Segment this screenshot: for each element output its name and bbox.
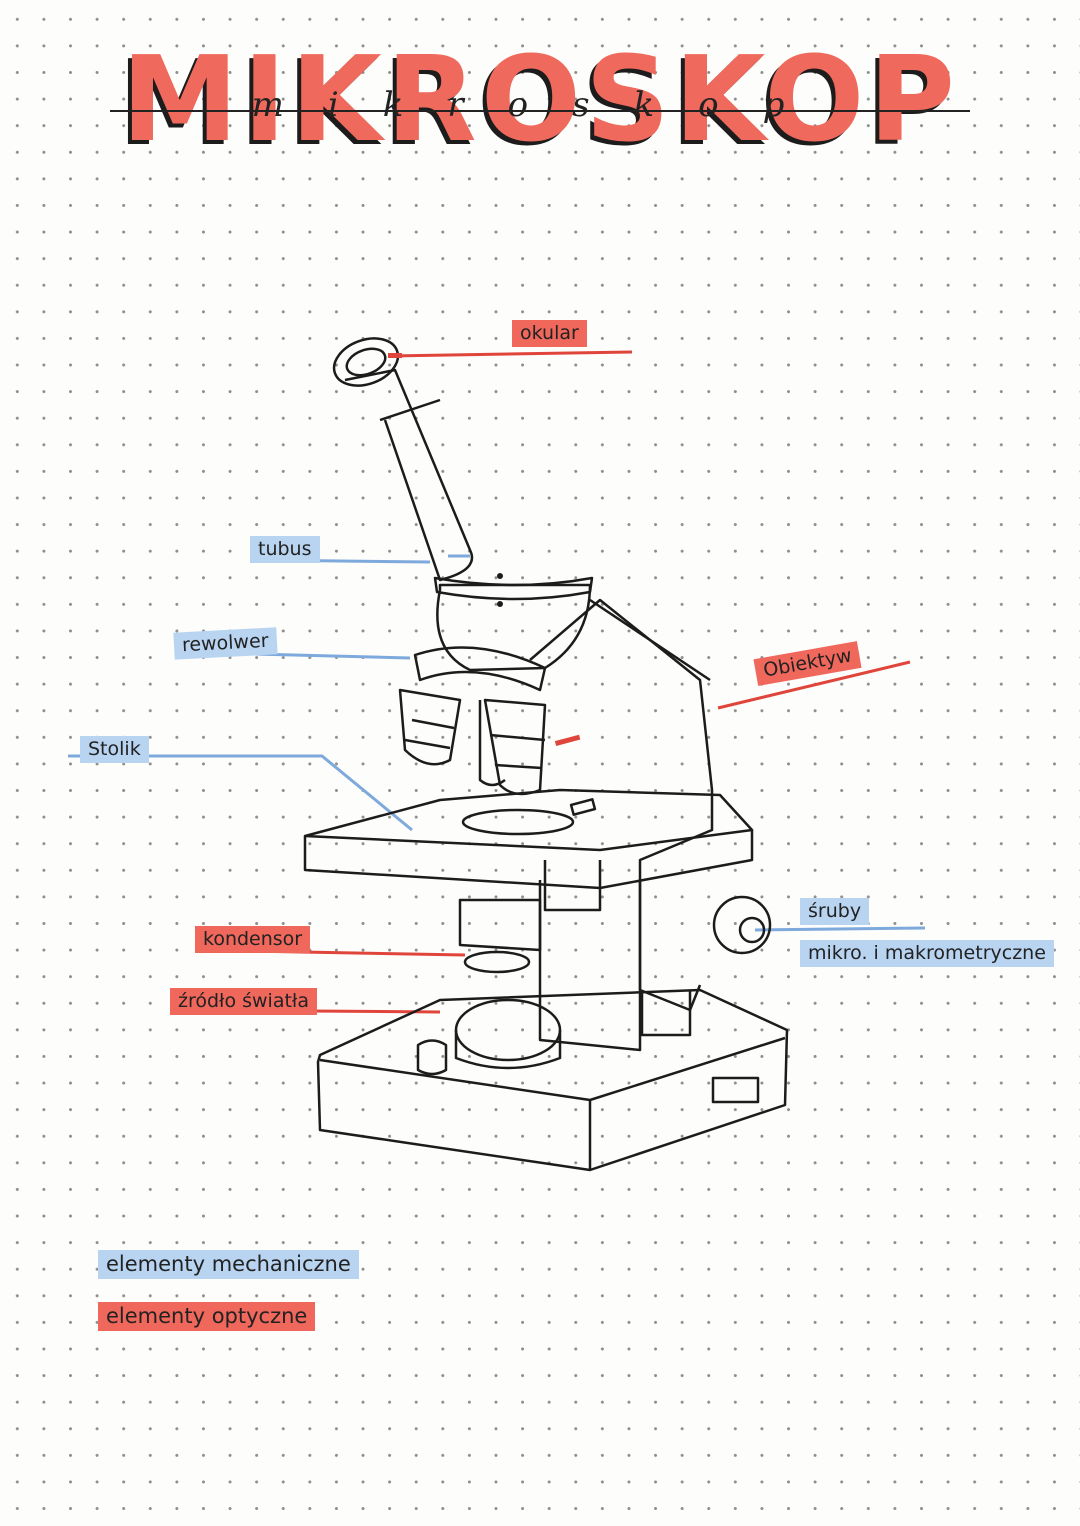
title-script: mikroskop xyxy=(251,85,829,125)
highlights xyxy=(388,353,581,747)
label-sruby-desc: mikro. i makrometryczne xyxy=(800,940,1054,967)
base xyxy=(316,988,789,1172)
clip xyxy=(569,798,597,816)
label-rewolwer: rewolwer xyxy=(173,627,278,660)
legend-mechanical: elementy mechaniczne xyxy=(98,1250,359,1280)
obiektyw-leader xyxy=(717,660,911,710)
label-okular: okular xyxy=(512,320,587,347)
focus-knob xyxy=(712,895,772,955)
pillar xyxy=(538,880,642,1052)
objective-1 xyxy=(398,688,462,766)
objective-2 xyxy=(483,698,547,796)
stage xyxy=(303,788,754,852)
microscope xyxy=(303,337,789,1172)
lamp xyxy=(454,998,562,1062)
arm xyxy=(529,598,714,1012)
tube xyxy=(344,368,474,582)
leader-lines xyxy=(68,350,926,1014)
knob-small xyxy=(416,1039,448,1076)
label-kondensor: kondensor xyxy=(195,926,311,953)
okular-leader xyxy=(389,350,633,358)
sruby-leader xyxy=(754,926,926,932)
switch xyxy=(711,1076,760,1104)
title-underline xyxy=(110,110,970,112)
label-tubus: tubus xyxy=(250,536,320,563)
label-zrodlo-swiatla: źródło światła xyxy=(170,988,317,1015)
label-sruby: śruby xyxy=(800,898,870,925)
stage-hole xyxy=(461,808,575,836)
page-title: MIKROSKOP xyxy=(121,30,959,168)
stage-block xyxy=(543,860,602,912)
stolik-leader xyxy=(68,754,413,832)
legend-optical: elementy optyczne xyxy=(98,1302,316,1332)
dots xyxy=(497,573,503,607)
condenser xyxy=(458,898,542,952)
label-stolik: Stolik xyxy=(80,736,149,763)
eyepiece xyxy=(332,337,400,387)
revolver xyxy=(413,646,547,692)
objective-3 xyxy=(478,700,506,787)
